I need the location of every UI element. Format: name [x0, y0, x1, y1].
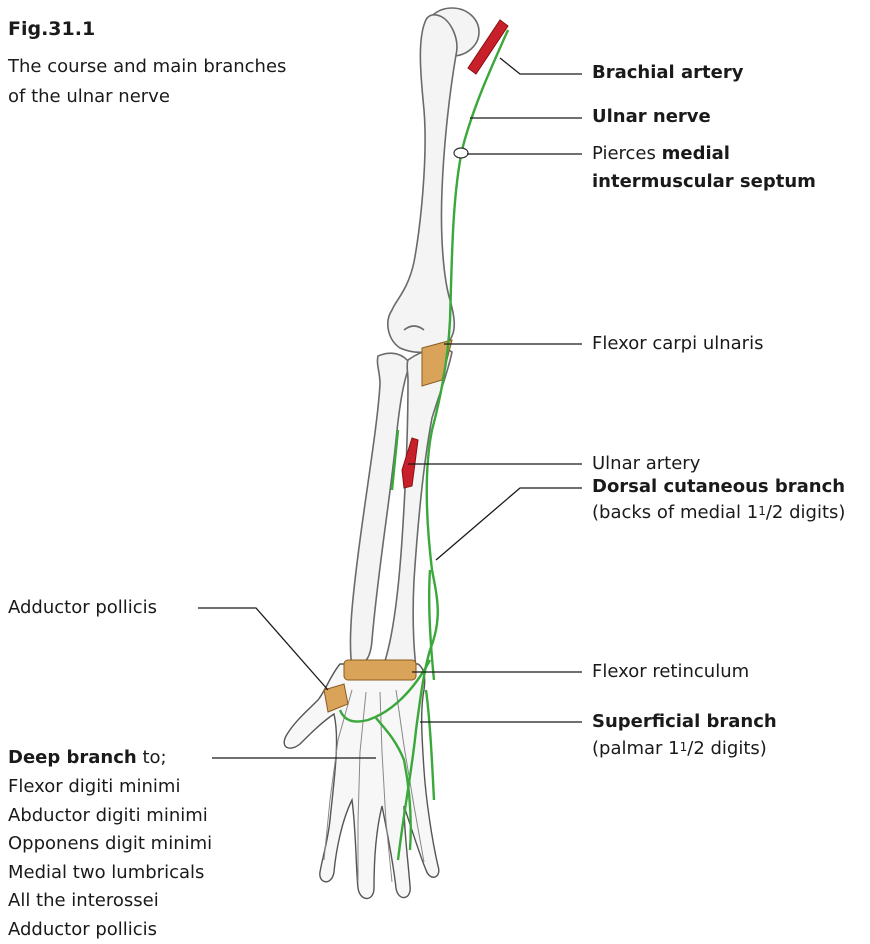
dorsal-detail-post: /2 digits) — [766, 502, 846, 523]
deep-branch-target: Abductor digiti minimi — [8, 802, 212, 831]
humerus-bone — [388, 8, 479, 352]
deep-branch-bold: Deep branch — [8, 747, 137, 768]
label-intermuscular-septum: intermuscular septum — [592, 169, 816, 195]
label-deep-branch: Deep branch to; — [8, 745, 167, 771]
superficial-detail-pre: (palmar 1 — [592, 738, 680, 759]
deep-branch-target: Flexor digiti minimi — [8, 773, 212, 802]
pierces-bold-1: medial — [662, 143, 730, 164]
dorsal-detail-sup: 1 — [758, 504, 766, 518]
deep-branch-target: Adductor pollicis — [8, 916, 212, 944]
superficial-detail-sup: 1 — [680, 740, 688, 754]
label-superficial-detail: (palmar 11/2 digits) — [592, 736, 767, 762]
label-dorsal-detail: (backs of medial 11/2 digits) — [592, 500, 845, 526]
label-ulnar-artery: Ulnar artery — [592, 451, 700, 477]
label-dorsal-cutaneous-branch: Dorsal cutaneous branch — [592, 474, 845, 500]
septum-piercing-point — [454, 148, 468, 158]
label-brachial-artery: Brachial artery — [592, 60, 743, 86]
deep-branch-suffix: to; — [137, 747, 167, 768]
label-ulnar-nerve: Ulnar nerve — [592, 104, 711, 130]
flexor-retinaculum — [344, 660, 416, 680]
hand — [284, 664, 439, 899]
label-flexor-carpi-ulnaris: Flexor carpi ulnaris — [592, 331, 763, 357]
figure-caption: The course and main branches of the ulna… — [8, 52, 308, 112]
pierces-prefix: Pierces — [592, 143, 656, 164]
label-superficial-branch: Superficial branch — [592, 709, 777, 735]
label-flexor-retinculum: Flexor retinculum — [592, 659, 749, 685]
deep-branch-target-list: Flexor digiti minimi Abductor digiti min… — [8, 773, 212, 944]
label-adductor-pollicis: Adductor pollicis — [8, 595, 157, 621]
figure-number: Fig.31.1 — [8, 18, 95, 40]
deep-branch-target: Medial two lumbricals — [8, 859, 212, 888]
superficial-detail-post: /2 digits) — [687, 738, 767, 759]
label-pierces-septum: Pierces medial — [592, 141, 730, 167]
dorsal-detail-pre: (backs of medial 1 — [592, 502, 758, 523]
deep-branch-target: Opponens digit minimi — [8, 830, 212, 859]
deep-branch-target: All the interossei — [8, 887, 212, 916]
